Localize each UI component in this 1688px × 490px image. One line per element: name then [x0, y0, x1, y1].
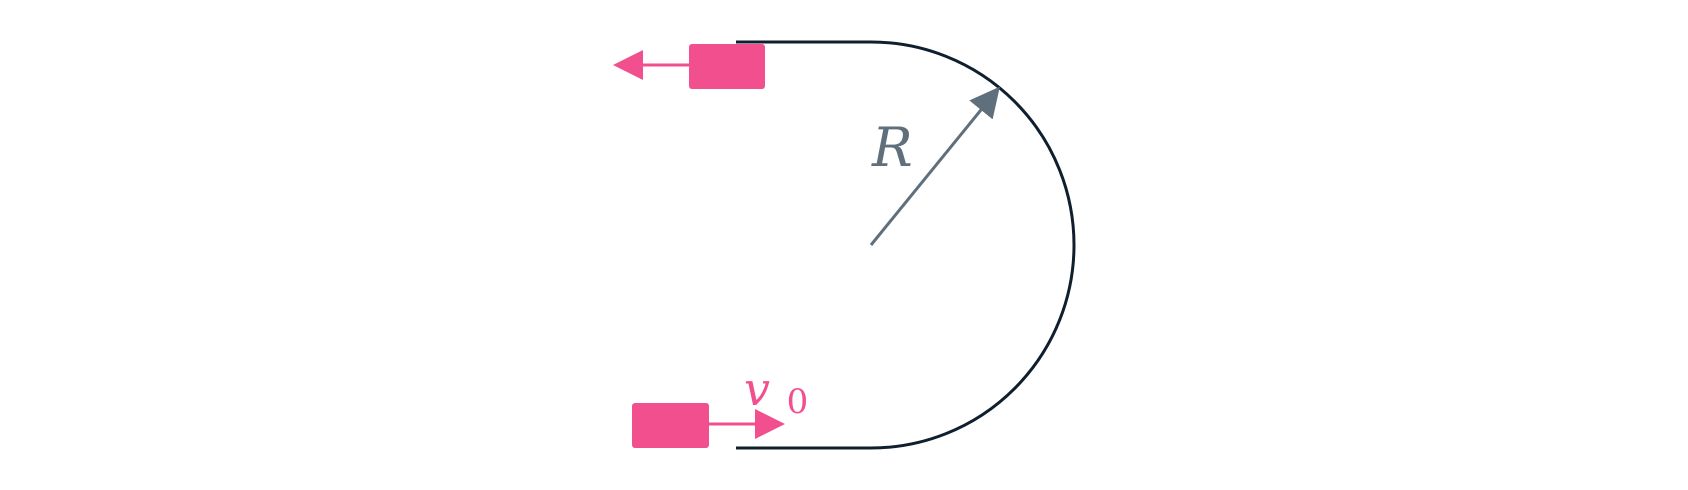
track-curve	[736, 40, 1076, 450]
velocity-subscript: 0	[787, 382, 809, 422]
velocity-symbol: v	[744, 362, 770, 416]
radius-label: R	[871, 116, 913, 179]
top-block	[689, 44, 765, 89]
radius-arrow	[869, 86, 1000, 246]
bottom-block	[632, 403, 709, 448]
velocity-label: v 0	[744, 362, 808, 422]
